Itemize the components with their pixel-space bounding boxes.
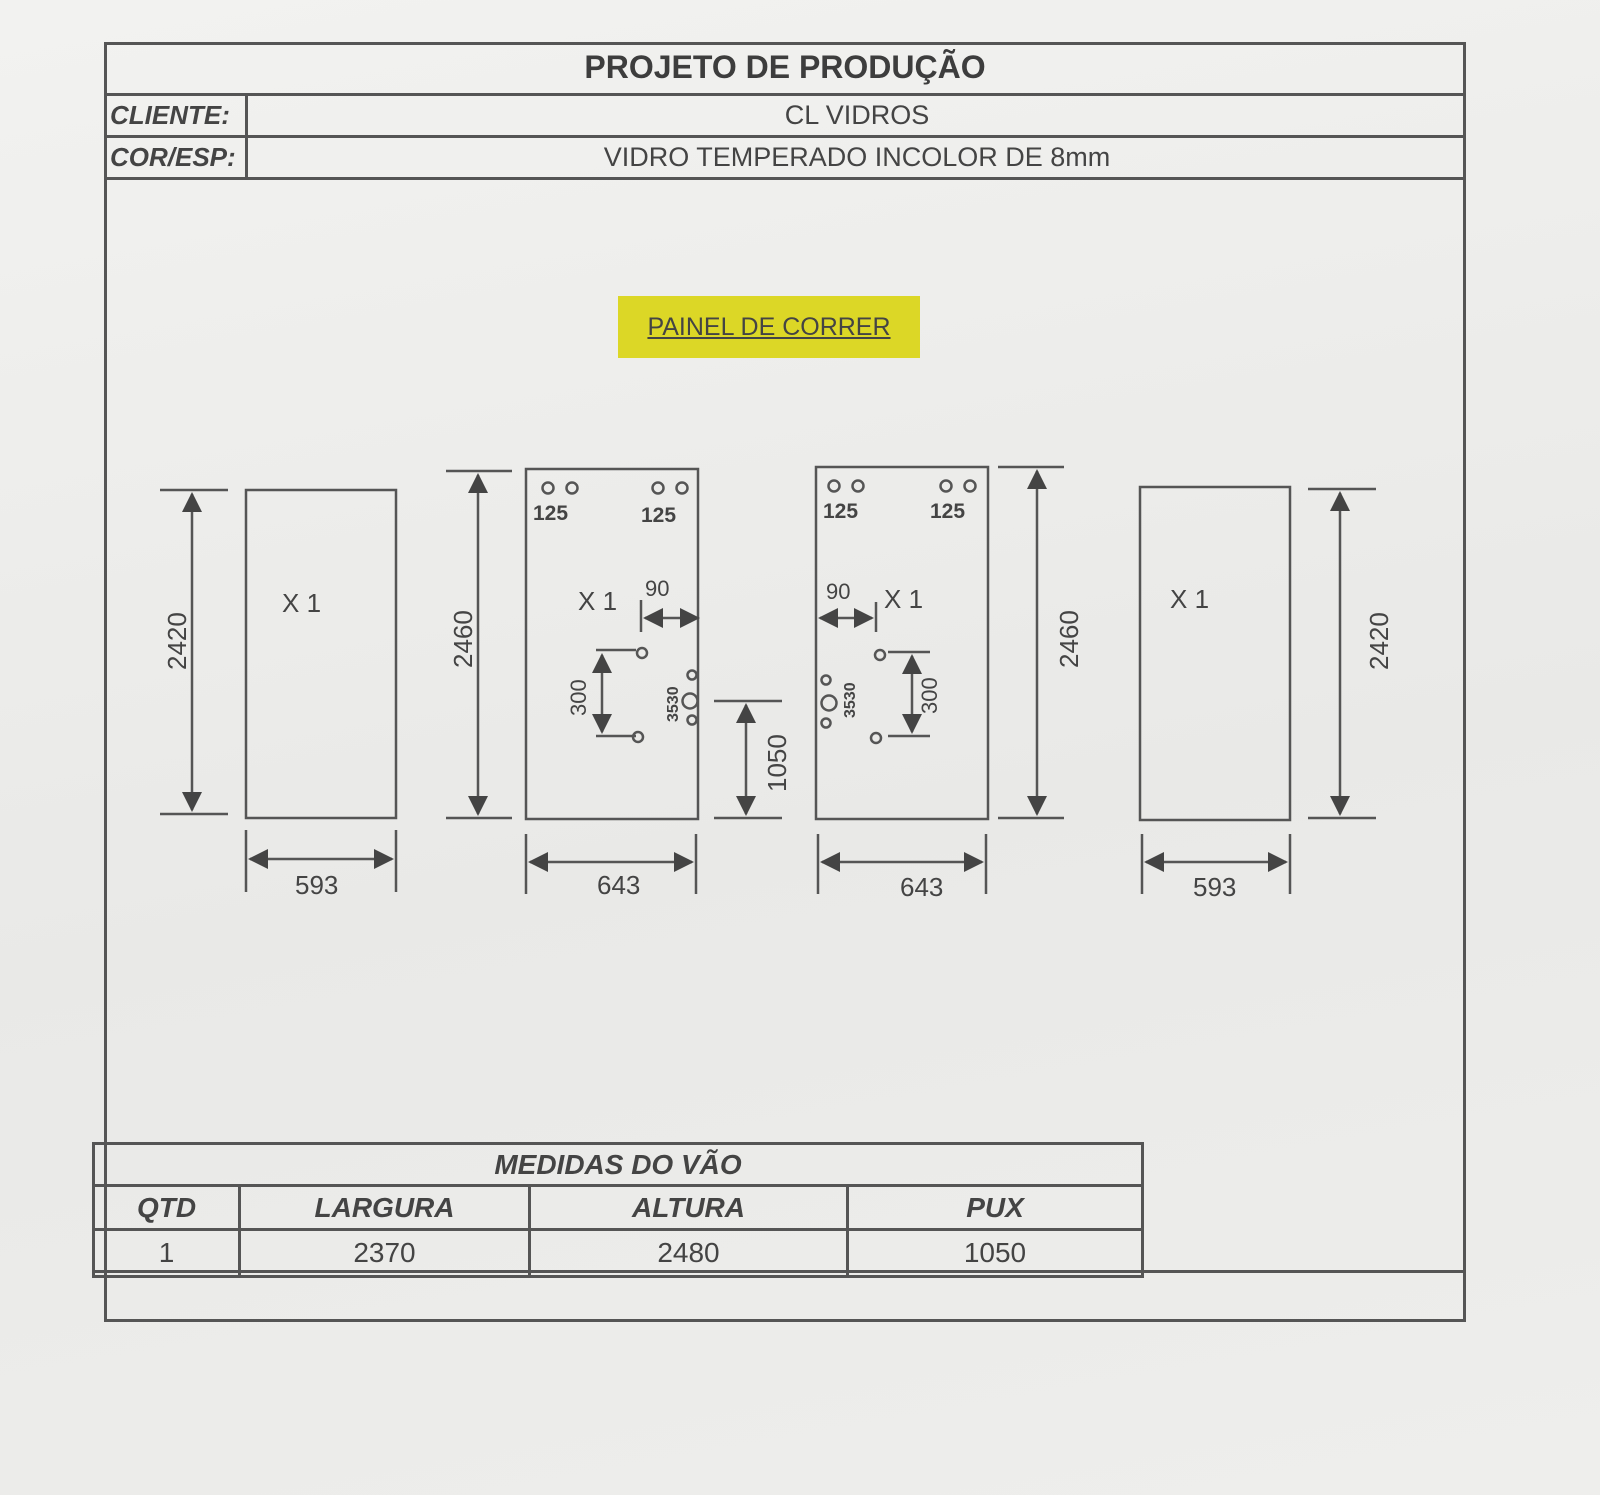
header-largura: LARGURA <box>241 1187 531 1228</box>
client-label: CLIENTE: <box>104 96 248 135</box>
piece-2-hole-right: 125 <box>641 504 676 527</box>
measures-table: MEDIDAS DO VÃO QTD LARGURA ALTURA PUX 1 … <box>92 1142 1144 1278</box>
piece-1-width: 593 <box>295 870 338 900</box>
piece-3-height: 2460 <box>1054 610 1084 668</box>
document-frame <box>104 42 1466 1322</box>
cell-largura: 2370 <box>241 1231 531 1275</box>
piece-2-offset: 90 <box>645 576 669 601</box>
cell-pux: 1050 <box>963 1237 1027 1268</box>
piece-1-outline <box>244 488 398 820</box>
cell-altura: 2480 <box>531 1231 849 1275</box>
piece-4-height: 2420 <box>1364 612 1394 670</box>
piece-1-height: 2420 <box>162 612 192 670</box>
header-qtd: QTD <box>95 1187 241 1228</box>
piece-3-qty: X 1 <box>884 584 923 614</box>
client-row: CLIENTE: CL VIDROS <box>104 96 1466 138</box>
piece-1-qty: X 1 <box>282 588 321 618</box>
piece-3-hole-right: 125 <box>930 500 965 523</box>
client-value: CL VIDROS <box>784 100 930 130</box>
header-pux: PUX <box>966 1191 1024 1223</box>
document-title: PROJETO DE PRODUÇÃO <box>104 42 1466 96</box>
piece-2-height: 2460 <box>448 610 478 668</box>
piece-2-width: 643 <box>597 870 640 900</box>
piece-3-offset: 90 <box>826 579 850 604</box>
piece-3-outline <box>814 465 990 821</box>
color-value: VIDRO TEMPERADO INCOLOR DE 8mm <box>603 142 1111 172</box>
measures-header-row: QTD LARGURA ALTURA PUX <box>95 1187 1141 1231</box>
piece-4-width: 593 <box>1193 872 1236 902</box>
piece-2-outline <box>524 467 700 821</box>
piece-3-width: 643 <box>900 872 943 902</box>
piece-2-hole-note: 3530 <box>665 686 682 722</box>
panel-tag: PAINEL DE CORRER <box>618 296 920 358</box>
piece-2-pux: 1050 <box>762 734 792 792</box>
piece-3-spacing: 300 <box>917 677 942 714</box>
cell-qtd: 1 <box>95 1231 241 1275</box>
color-label: COR/ESP: <box>104 138 248 177</box>
piece-2-hole-left: 125 <box>533 502 568 525</box>
measures-data-row: 1 2370 2480 1050 <box>95 1231 1141 1275</box>
piece-4-outline <box>1138 485 1292 822</box>
piece-3-hole-note: 3530 <box>842 682 859 718</box>
piece-2-spacing: 300 <box>566 679 591 716</box>
measures-title: MEDIDAS DO VÃO <box>95 1145 1141 1187</box>
piece-2-qty: X 1 <box>578 586 617 616</box>
frame-bottom-divider <box>92 1270 1466 1273</box>
header-altura: ALTURA <box>531 1187 849 1228</box>
piece-3-hole-left: 125 <box>823 500 858 523</box>
piece-4-qty: X 1 <box>1170 584 1209 614</box>
color-row: COR/ESP: VIDRO TEMPERADO INCOLOR DE 8mm <box>104 138 1466 180</box>
